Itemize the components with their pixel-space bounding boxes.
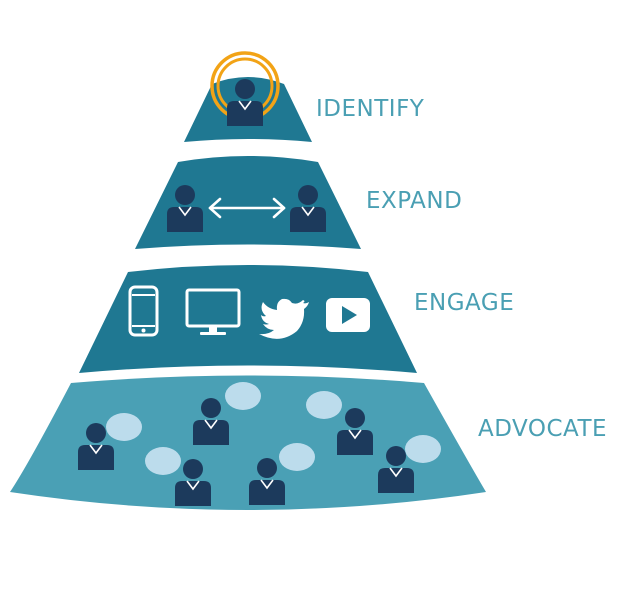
tier-advocate xyxy=(10,375,486,510)
speech-bubble-icon xyxy=(145,447,181,475)
tier-engage xyxy=(79,265,417,373)
bidirectional-arrow-icon xyxy=(208,197,286,219)
tier-label-engage: ENGAGE xyxy=(414,290,515,316)
monitor-icon xyxy=(185,288,241,335)
speech-bubble-icon xyxy=(405,435,441,463)
tier-label-expand: EXPAND xyxy=(366,188,463,214)
speech-bubble-icon xyxy=(306,391,342,419)
tier-expand xyxy=(135,156,361,249)
smartphone-icon xyxy=(128,285,159,337)
twitter-icon xyxy=(259,298,309,339)
speech-bubble-icon xyxy=(225,382,261,410)
speech-bubble-icon xyxy=(106,413,142,441)
speech-bubble-icon xyxy=(279,443,315,471)
tier-label-identify: IDENTIFY xyxy=(316,96,425,122)
video-play-icon xyxy=(326,298,370,332)
tier-label-advocate: ADVOCATE xyxy=(478,416,608,442)
